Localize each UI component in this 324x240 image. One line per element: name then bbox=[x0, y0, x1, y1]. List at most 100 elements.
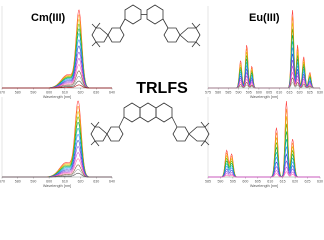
spectrum-series-line bbox=[2, 13, 112, 89]
methyl bbox=[195, 23, 201, 29]
x-tick-label: 610 bbox=[267, 180, 273, 184]
methyl bbox=[91, 23, 97, 29]
x-axis-label: Wavelength [nm] bbox=[43, 184, 71, 188]
methyl bbox=[94, 121, 100, 128]
x-tick-label: 580 bbox=[215, 91, 221, 95]
x-tick-label: 580 bbox=[15, 180, 21, 184]
methyl bbox=[195, 41, 201, 47]
spectrum-series-line bbox=[2, 100, 112, 178]
spectrum-series-line bbox=[2, 172, 112, 178]
ligand-structure-bottom bbox=[90, 102, 210, 147]
x-tick-label: 620 bbox=[78, 91, 84, 95]
x-tick-label: 630 bbox=[317, 91, 323, 95]
ring-phen-right bbox=[155, 102, 173, 123]
x-tick-label: 620 bbox=[78, 180, 84, 184]
x-tick-label: 590 bbox=[217, 180, 223, 184]
methyl bbox=[200, 140, 206, 147]
x-tick-label: 610 bbox=[276, 91, 282, 95]
ring-cyclohexane-right bbox=[179, 27, 201, 43]
x-tick-label: 620 bbox=[297, 91, 303, 95]
eu-label: Eu(III) bbox=[249, 12, 280, 24]
spectrum-series-line bbox=[2, 45, 112, 89]
x-tick-label: 630 bbox=[93, 91, 99, 95]
x-tick-label: 610 bbox=[62, 91, 68, 95]
ring-central-left bbox=[124, 4, 142, 25]
spectrum-series-line bbox=[2, 121, 112, 178]
x-tick-label: 610 bbox=[62, 180, 68, 184]
spectrum-series-line bbox=[2, 23, 112, 89]
ring-central-right bbox=[146, 4, 164, 25]
x-tick-label: 625 bbox=[307, 91, 313, 95]
cm-label: Cm(III) bbox=[31, 12, 66, 24]
x-tick-label: 590 bbox=[30, 91, 36, 95]
x-tick-label: 580 bbox=[15, 91, 21, 95]
ring-phen-left bbox=[123, 102, 141, 123]
eu-top-chart: 575 580 585 590 595 600 605 610 615 620 625 630Wave… bbox=[205, 6, 323, 99]
x-tick-label: 640 bbox=[109, 91, 115, 95]
x-tick-label: 570 bbox=[0, 180, 5, 184]
center-title: TRLFS bbox=[136, 80, 188, 97]
spectrum-series-line bbox=[2, 128, 112, 178]
x-axis-label: Wavelength [nm] bbox=[43, 95, 71, 99]
methyl bbox=[91, 41, 97, 47]
methyl bbox=[90, 122, 96, 128]
bond bbox=[162, 18, 169, 29]
spectrum-series-line bbox=[2, 111, 112, 178]
x-tick-label: 595 bbox=[246, 91, 252, 95]
ring-phen-middle bbox=[139, 102, 157, 123]
figure-canvas: 570580590600610620630640Wavelength [nm] … bbox=[0, 4, 323, 188]
x-tick-label: 630 bbox=[317, 180, 323, 184]
x-tick-label: 620 bbox=[292, 180, 298, 184]
x-tick-label: 590 bbox=[30, 180, 36, 184]
x-tick-label: 600 bbox=[46, 91, 52, 95]
ring-triazine-left bbox=[106, 126, 124, 142]
bond bbox=[171, 116, 178, 128]
x-tick-label: 600 bbox=[46, 180, 52, 184]
methyl bbox=[191, 22, 197, 29]
spectrum-series-line bbox=[208, 82, 320, 89]
x-tick-label: 585 bbox=[225, 91, 231, 95]
ring-cyclohexane-right bbox=[188, 126, 210, 142]
methyl bbox=[191, 41, 197, 48]
x-tick-label: 615 bbox=[280, 180, 286, 184]
spectrum-series-line bbox=[208, 77, 320, 89]
bond bbox=[118, 116, 125, 128]
methyl bbox=[95, 22, 101, 29]
methyl bbox=[204, 140, 210, 146]
x-tick-label: 605 bbox=[266, 91, 272, 95]
ring-triazine-right bbox=[163, 27, 181, 43]
spectrum-series-line bbox=[2, 51, 112, 89]
methyl bbox=[200, 121, 206, 128]
ring-cyclohexane-left bbox=[90, 126, 108, 142]
x-tick-label: 590 bbox=[236, 91, 242, 95]
x-tick-label: 625 bbox=[305, 180, 311, 184]
x-axis-label: Wavelength [nm] bbox=[250, 184, 278, 188]
methyl bbox=[90, 140, 96, 146]
x-tick-label: 575 bbox=[205, 91, 211, 95]
methyl bbox=[95, 41, 101, 48]
ligand-structure-top bbox=[91, 4, 201, 48]
cm-bottom-chart: 570580590600610620630640Wavelength [nm] bbox=[0, 97, 115, 188]
x-tick-label: 570 bbox=[0, 91, 5, 95]
methyl bbox=[94, 140, 100, 147]
x-tick-label: 630 bbox=[93, 180, 99, 184]
methyl bbox=[204, 122, 210, 128]
x-tick-label: 585 bbox=[205, 180, 211, 184]
ring-cyclohexane-left bbox=[91, 27, 109, 43]
spectrum-series-line bbox=[2, 57, 112, 89]
x-tick-label: 640 bbox=[109, 180, 115, 184]
x-tick-label: 600 bbox=[242, 180, 248, 184]
x-tick-label: 615 bbox=[286, 91, 292, 95]
spectrum-series-line bbox=[2, 28, 112, 89]
spectrum-series-line bbox=[2, 39, 112, 89]
x-tick-label: 605 bbox=[255, 180, 261, 184]
x-tick-label: 595 bbox=[230, 180, 236, 184]
bond bbox=[119, 18, 126, 29]
ring-triazine-left bbox=[107, 27, 125, 43]
x-axis-label: Wavelength [nm] bbox=[250, 95, 278, 99]
spectrum-series-line bbox=[2, 84, 112, 89]
x-tick-label: 600 bbox=[256, 91, 262, 95]
spectrum-series-line bbox=[208, 171, 320, 178]
